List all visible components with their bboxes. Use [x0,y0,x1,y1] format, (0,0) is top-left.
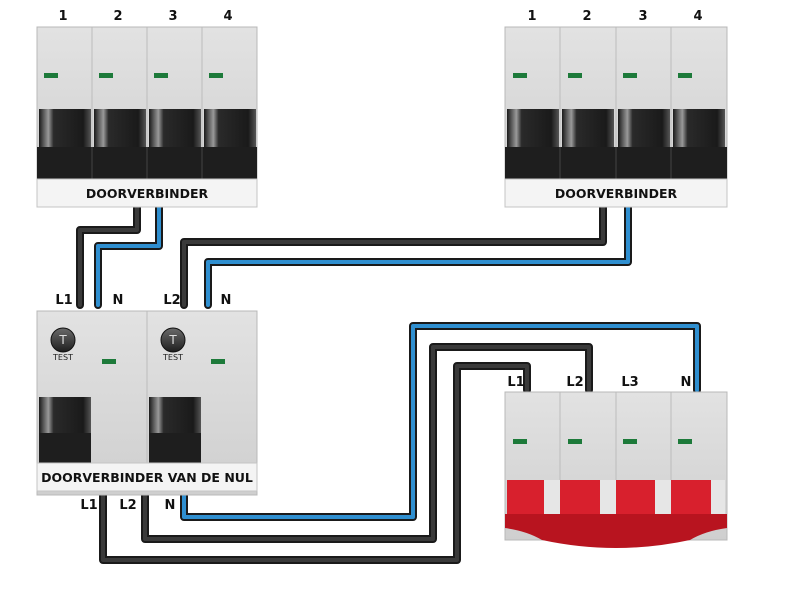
test-button-letter: T [168,333,177,347]
pole-label: 1 [527,9,536,24]
pole-label: 4 [223,9,232,24]
red-toggle-bar [505,480,727,548]
terminal-label: N [221,293,232,308]
test-button-letter: T [58,333,67,347]
terminal-label: L1 [55,293,72,308]
terminal-label: L1 [507,375,524,390]
breaker-label: DOORVERBINDER [86,186,209,201]
terminal-label: L2 [566,375,583,390]
terminal-label: N [681,375,692,390]
wire-top-right-to-rcd-l2 [180,201,607,309]
test-label: TEST [52,353,73,362]
terminal-label: L3 [621,375,638,390]
indicator-row [44,73,223,78]
wire-rcd-n-to-red-n [180,322,701,521]
pole-label: 2 [113,9,122,24]
terminal-label: L2 [163,293,180,308]
pole-label: 1 [58,9,67,24]
toggle-row [505,109,727,179]
wire-top-right-to-rcd-n [204,201,632,309]
top-right-breaker: DOORVERBINDER 1 2 3 4 [504,9,728,208]
test-button[interactable]: T TEST [160,327,186,362]
indicator-row [513,439,692,444]
indicator-row [102,359,225,364]
toggle-row [39,397,201,463]
wire-top-left-to-rcd-n [94,201,163,309]
pole-label: 4 [693,9,702,24]
wire-rcd-l2-to-red-l2 [141,343,593,543]
wires [76,201,701,564]
pole-label: 2 [582,9,591,24]
indicator-row [513,73,692,78]
wire-top-left-to-rcd-l1 [76,201,141,309]
pole-label: 3 [168,9,177,24]
test-label: TEST [162,353,183,362]
terminal-label: N [165,498,176,513]
rcd-module: T TEST T TEST DOORVERBINDER VAN DE NUL L… [36,293,258,513]
toggle-row [37,109,257,179]
red-breaker: L1 L2 L3 N [504,375,728,548]
terminal-label: L1 [80,498,97,513]
terminal-label: N [113,293,124,308]
wire-rcd-l1-to-red-l1 [99,362,531,564]
test-button[interactable]: T TEST [50,327,76,362]
pole-label: 3 [638,9,647,24]
breaker-label: DOORVERBINDER [555,186,678,201]
top-left-breaker: DOORVERBINDER 1 2 3 4 [36,9,258,208]
terminal-label: L2 [119,498,136,513]
rcd-label: DOORVERBINDER VAN DE NUL [41,470,253,485]
